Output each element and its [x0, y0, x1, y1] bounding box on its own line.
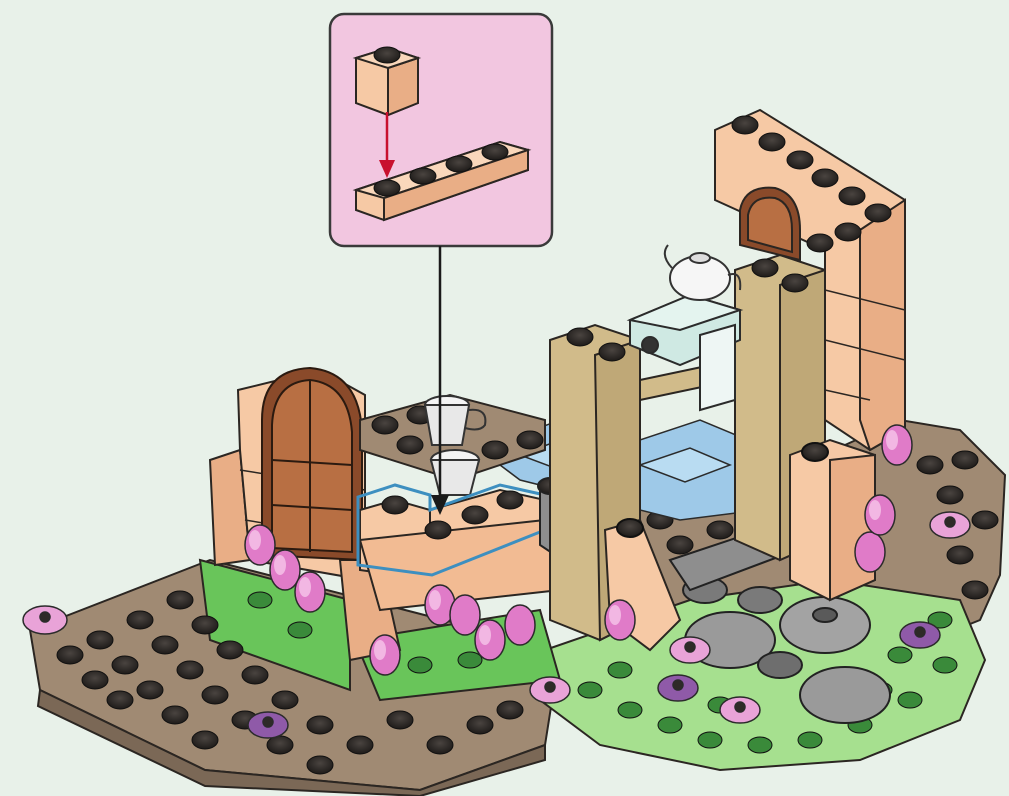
studs-left-plate — [56, 590, 524, 775]
placement-highlight-outline — [356, 483, 547, 577]
placed-brick-assembly — [358, 488, 562, 612]
sub-assembly-callout — [328, 12, 554, 248]
placement-pointer-arrow — [431, 246, 449, 515]
plate-1x4-part — [352, 140, 532, 222]
arched-window — [261, 366, 363, 562]
front-right-wall — [789, 438, 876, 602]
teacup-icon — [423, 395, 487, 496]
round-flowers — [22, 511, 971, 739]
arch-wall — [714, 108, 906, 452]
brick-1x1-part — [352, 46, 422, 117]
red-down-arrow — [379, 112, 395, 178]
pink-tulips — [244, 424, 913, 676]
teapot-icon — [663, 244, 742, 301]
kitchen-counter — [626, 293, 744, 412]
